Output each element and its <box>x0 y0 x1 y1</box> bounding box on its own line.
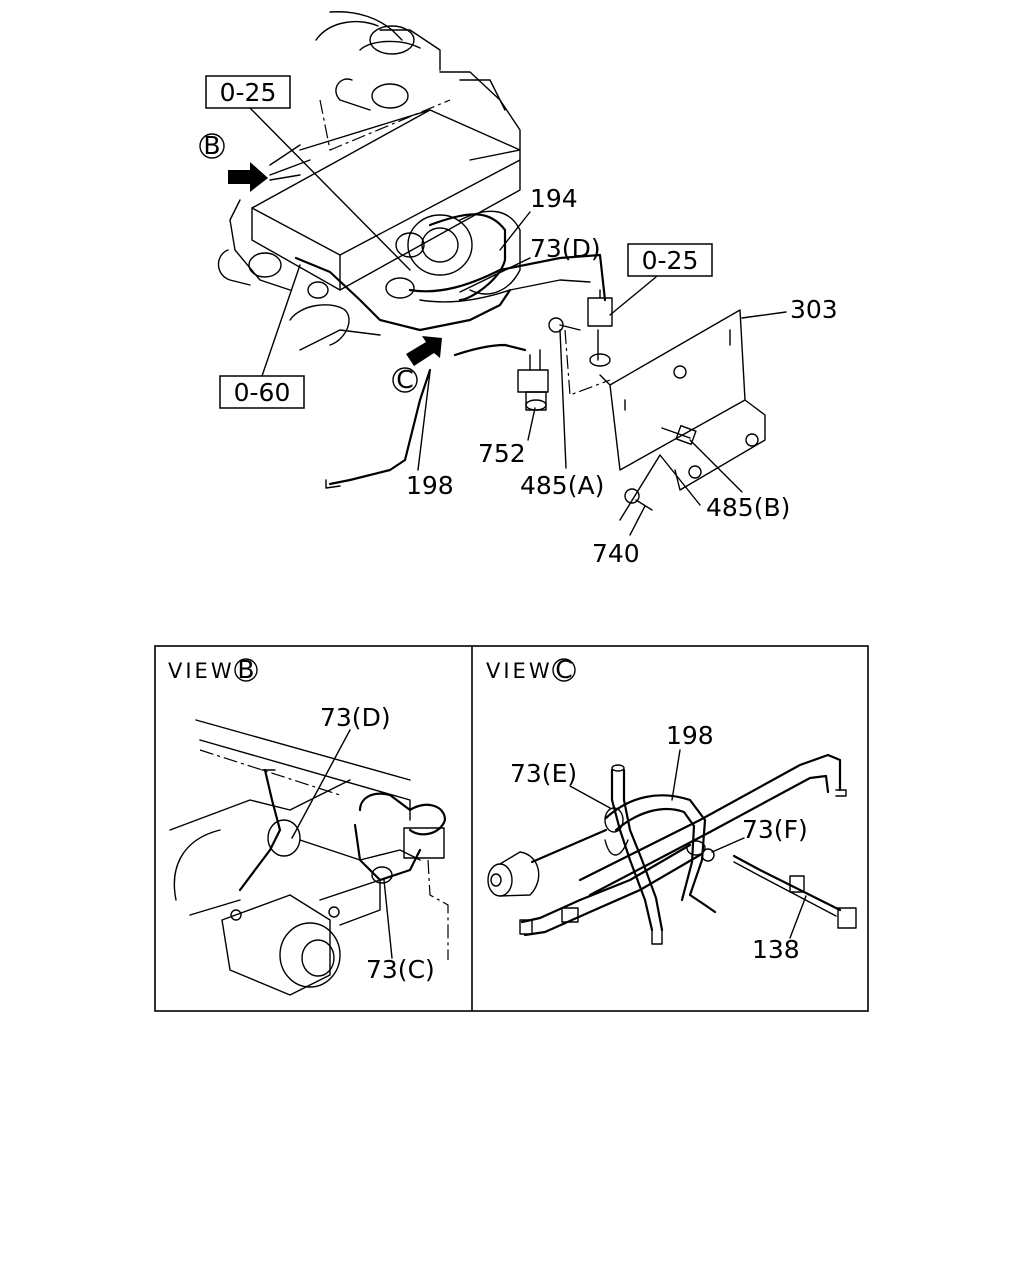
part-198-label: 198 <box>406 471 454 500</box>
part-740-label: 740 <box>592 539 640 568</box>
view-b-drawing <box>169 719 449 996</box>
ref-box-0-25-left: 0-25 <box>205 75 291 109</box>
arrow-b-letter: B <box>203 131 220 160</box>
view-b-panel: VIEW B 73(D) 73 <box>168 655 449 996</box>
svg-text:0-25: 0-25 <box>642 246 699 275</box>
part-485b-label: 485(B) <box>706 493 790 522</box>
part-752-label: 752 <box>478 439 526 468</box>
arrow-c-marker: C <box>392 365 418 394</box>
view-c-part-73e-label: 73(E) <box>510 759 577 788</box>
view-c-leader-73f <box>711 837 745 853</box>
leader-lines <box>249 107 787 536</box>
view-c-part-73f-label: 73(F) <box>742 815 808 844</box>
view-b-title: VIEW <box>168 659 235 683</box>
view-c-part-138-label: 138 <box>752 935 800 964</box>
view-c-leader-138 <box>789 895 807 939</box>
part-303-label: 303 <box>790 295 838 324</box>
ref-box-0-25-right: 0-25 <box>627 243 713 277</box>
svg-text:0-25: 0-25 <box>220 78 277 107</box>
view-b-leader-73d <box>291 729 351 839</box>
view-c-panel: VIEW C <box>486 655 857 964</box>
part-194-label: 194 <box>530 184 578 213</box>
part-73d-label: 73(D) <box>530 234 601 263</box>
view-b-part-73d-label: 73(D) <box>320 703 391 732</box>
view-c-drawing <box>487 753 857 945</box>
view-c-leader-198 <box>671 749 681 801</box>
view-b-leader-73c <box>383 879 393 959</box>
ref-box-0-60: 0-60 <box>219 375 305 409</box>
part-485a-label: 485(A) <box>520 471 604 500</box>
view-c-title: VIEW <box>486 659 553 683</box>
arrow-b-marker: B <box>199 131 225 160</box>
view-b-part-73c-label: 73(C) <box>366 955 435 984</box>
view-b-letter: B <box>237 655 254 684</box>
detail-views-frame <box>154 645 869 1012</box>
view-c-letter: C <box>555 655 572 684</box>
arrow-c-letter: C <box>396 365 413 394</box>
engine-assembly-drawing <box>217 11 766 521</box>
svg-text:0-60: 0-60 <box>234 378 291 407</box>
view-c-part-198-label: 198 <box>666 721 714 750</box>
arrow-b <box>228 144 311 192</box>
arrow-c <box>406 336 442 366</box>
view-c-leader-73e <box>569 785 611 809</box>
